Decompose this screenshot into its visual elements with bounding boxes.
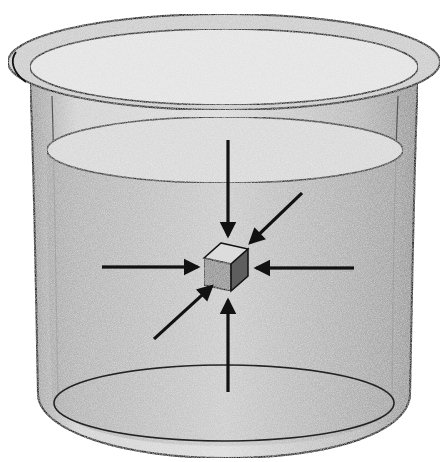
beaker-rim-inner [30, 29, 418, 105]
beaker-icon [8, 14, 440, 458]
water-surface [47, 117, 403, 183]
cube-front-face [204, 258, 231, 291]
water [47, 150, 402, 446]
